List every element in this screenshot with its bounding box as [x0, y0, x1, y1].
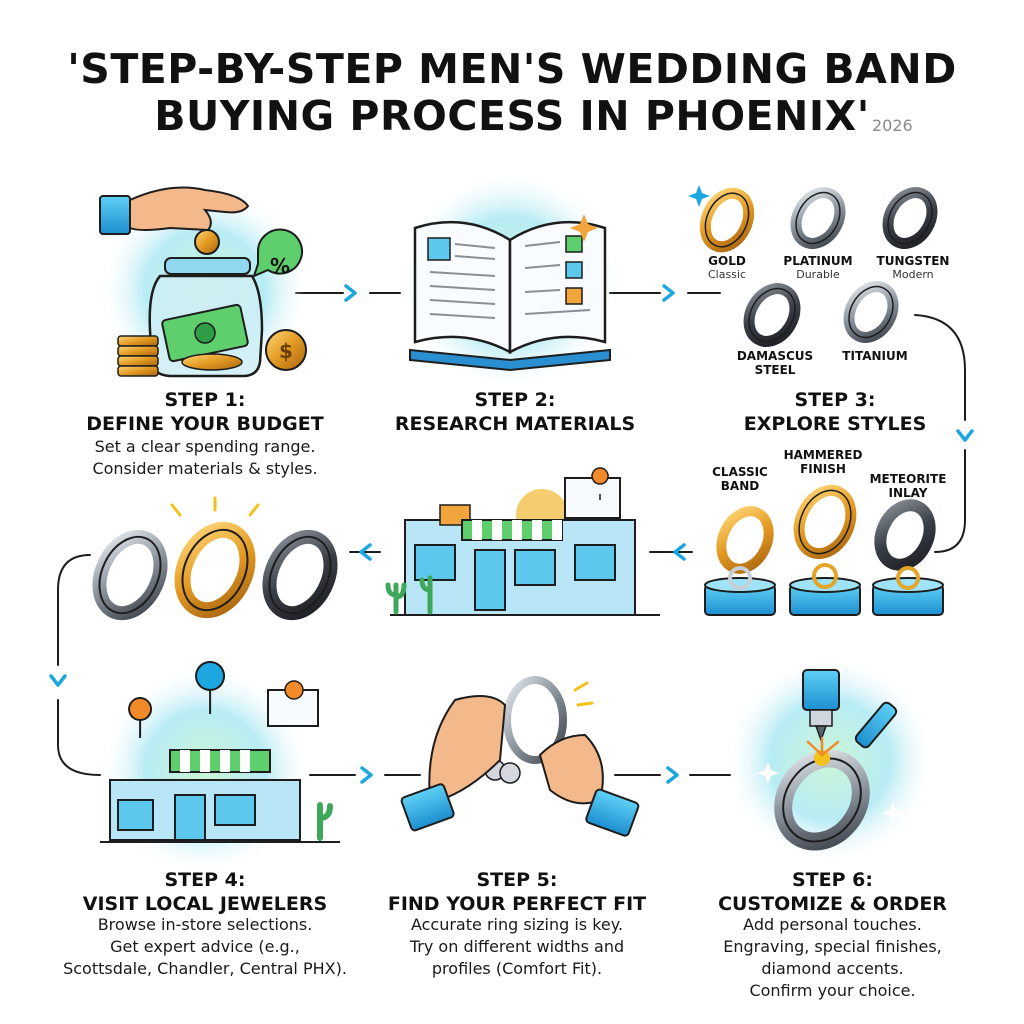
- material-rings: [688, 185, 938, 347]
- map-pin-icon: [564, 467, 621, 519]
- ring-tungsten: [882, 187, 938, 249]
- step-3-heading: STEP 3: EXPLORE STYLES: [700, 388, 970, 436]
- research-book-illustration: [405, 175, 615, 385]
- arrow-right-icon: [666, 766, 679, 784]
- hand-dropping-coin-icon: [99, 186, 250, 255]
- step-1-heading: STEP 1: DEFINE YOUR BUDGET: [55, 388, 355, 436]
- sparkle-icon: [757, 762, 779, 784]
- step-5-desc-line: Accurate ring sizing is key.: [410, 915, 624, 934]
- ring-damascus: [743, 283, 801, 347]
- svg-text:%: %: [270, 254, 290, 278]
- arrow-down-icon: [956, 429, 974, 442]
- local-jewelers-illustration: [100, 661, 340, 870]
- material-note-tungsten: Modern: [892, 268, 934, 281]
- material-label-damascus: DAMASCUS STEEL: [736, 349, 814, 377]
- budget-jar-illustration: $ %: [99, 186, 307, 390]
- ring-titanium: [843, 281, 899, 343]
- material-note-gold: Classic: [707, 268, 747, 281]
- cactus-icon: [317, 802, 333, 841]
- percent-bubble-icon: %: [252, 228, 303, 278]
- material-label-tungsten: TUNGSTEN: [876, 254, 950, 268]
- arrowheads: [49, 284, 974, 784]
- style-label-hammered: HAMMERED FINISH: [783, 448, 863, 476]
- arrow-right-icon: [662, 284, 675, 302]
- style-label-classic: CLASSIC BAND: [712, 465, 768, 493]
- arrow-left-icon: [359, 543, 372, 561]
- step-1-number: STEP 1:: [164, 389, 246, 411]
- arrow-down-icon: [49, 674, 67, 687]
- dollar-coin-icon: $: [265, 329, 307, 371]
- flow-connectors: [57, 292, 966, 776]
- connector-3-down: [914, 314, 966, 421]
- sparkle-icon: [882, 802, 904, 824]
- step-6-desc-line: Confirm your choice.: [749, 981, 916, 1000]
- step-6-desc-line: Add personal touches.: [743, 915, 922, 934]
- step-4-desc-line: Get expert advice (e.g.,: [110, 937, 300, 956]
- ring-platinum: [790, 187, 846, 249]
- page-title: 'STEP-BY-STEP MEN'S WEDDING BAND BUYING …: [0, 46, 1024, 140]
- step-1-description: Set a clear spending range. Consider mat…: [45, 436, 365, 480]
- material-label-gold: GOLD: [708, 254, 746, 268]
- step-4-desc-line: Browse in-store selections.: [97, 915, 313, 934]
- step-6-description: Add personal touches. Engraving, special…: [690, 914, 975, 1002]
- style-label-meteorite: METEORITE INLAY: [869, 472, 947, 500]
- step-4-desc-line: Scottsdale, Chandler, Central PHX).: [63, 959, 347, 978]
- step-6-desc-line: diamond accents.: [761, 959, 904, 978]
- sparkle-icon: [688, 185, 710, 207]
- engraving-illustration: [730, 660, 930, 860]
- step-6-number: STEP 6:: [792, 869, 873, 891]
- step-6-title: CUSTOMIZE & ORDER: [718, 893, 947, 915]
- step-1-title: DEFINE YOUR BUDGET: [86, 413, 324, 435]
- shine-icon: [170, 496, 260, 517]
- step-6-desc-line: Engraving, special finishes,: [723, 937, 942, 956]
- map-pin-icon: [128, 697, 153, 738]
- step-5-title: FIND YOUR PERFECT FIT: [387, 893, 647, 915]
- title-line-1: 'STEP-BY-STEP MEN'S WEDDING BAND: [67, 45, 957, 93]
- step-2-number: STEP 2:: [474, 389, 556, 411]
- material-label-titanium: TITANIUM: [842, 349, 908, 363]
- ring-sizer-illustration: [400, 676, 640, 837]
- sparkle-icon: [570, 214, 598, 242]
- step-1-desc-line: Set a clear spending range.: [94, 437, 316, 456]
- spark-icon: [806, 736, 840, 757]
- step-3-number: STEP 3:: [794, 389, 876, 411]
- step-1-desc-line: Consider materials & styles.: [92, 459, 318, 478]
- map-pin-icon: [195, 661, 226, 714]
- step-4-number: STEP 4:: [164, 869, 246, 891]
- cactus-icon: [419, 575, 433, 615]
- style-display-illustration: [704, 484, 944, 616]
- material-note-platinum: Durable: [796, 268, 840, 281]
- coin-stack-icon: [117, 335, 159, 377]
- engraving-pen-icon: [854, 701, 898, 749]
- ring-classic-band: [716, 506, 774, 574]
- step-4-description: Browse in-store selections. Get expert a…: [30, 914, 380, 980]
- step-6-heading: STEP 6: CUSTOMIZE & ORDER: [690, 868, 975, 916]
- step-5-description: Accurate ring sizing is key. Try on diff…: [372, 914, 662, 980]
- step-4-title: VISIT LOCAL JEWELERS: [82, 893, 328, 915]
- step-2-heading: STEP 2: RESEARCH MATERIALS: [370, 388, 660, 436]
- step-5-desc-line: profiles (Comfort Fit).: [431, 959, 603, 978]
- title-line-2: BUYING PROCESS IN PHOENIX': [154, 92, 870, 140]
- connector-left-down: [57, 554, 91, 666]
- pedestal: [704, 577, 944, 616]
- step-3-title: EXPLORE STYLES: [743, 413, 927, 435]
- material-label-platinum: PLATINUM: [783, 254, 853, 268]
- step-2-title: RESEARCH MATERIALS: [394, 413, 636, 435]
- checkbox-icon: [565, 235, 583, 305]
- ring-trio-illustration: [92, 496, 338, 621]
- storefront-illustration: [385, 467, 660, 616]
- cactus-icon: [385, 582, 407, 615]
- step-5-heading: STEP 5: FIND YOUR PERFECT FIT: [372, 868, 662, 916]
- svg-text:$: $: [279, 339, 293, 363]
- step-5-desc-line: Try on different widths and: [409, 937, 625, 956]
- arrow-left-icon: [673, 543, 686, 561]
- title-year: 2026: [872, 116, 913, 135]
- arrow-right-icon: [344, 284, 357, 302]
- arrow-right-icon: [360, 766, 373, 784]
- ring-meteorite-inlay: [874, 499, 936, 571]
- ring-gold: [699, 187, 755, 253]
- step-4-heading: STEP 4: VISIT LOCAL JEWELERS: [55, 868, 355, 916]
- step-5-number: STEP 5:: [476, 869, 558, 891]
